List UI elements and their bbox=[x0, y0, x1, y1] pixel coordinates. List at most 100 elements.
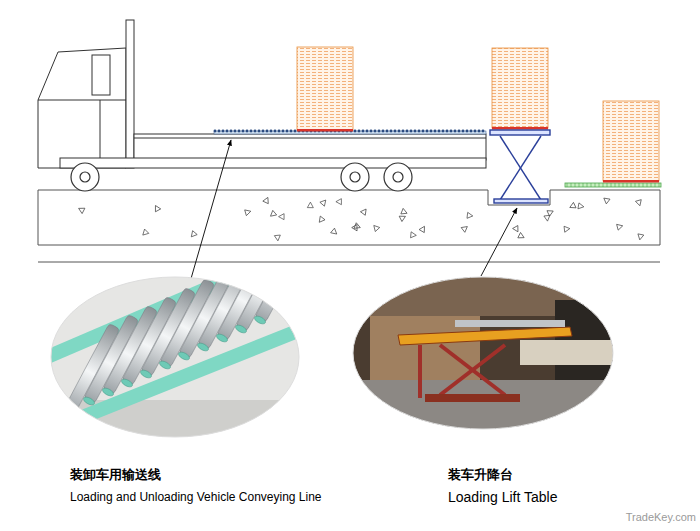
photo-frame bbox=[51, 277, 299, 437]
ground-conveyor bbox=[627, 183, 628, 187]
truck bbox=[38, 48, 126, 168]
roller-conveyor bbox=[430, 130, 433, 133]
roller-conveyor bbox=[274, 130, 277, 133]
ground-conveyor bbox=[647, 183, 648, 187]
ground-speckle bbox=[399, 214, 407, 222]
roller-photo bbox=[177, 351, 190, 362]
roller-conveyor bbox=[242, 130, 245, 133]
roller-conveyor bbox=[230, 130, 233, 133]
roller-conveyor bbox=[290, 130, 293, 133]
roller-photo bbox=[139, 369, 152, 380]
roller-conveyor bbox=[438, 130, 441, 133]
roller-photo bbox=[120, 378, 133, 389]
lift-photo bbox=[440, 345, 505, 395]
ground-conveyor bbox=[643, 183, 644, 187]
lift-photo bbox=[350, 270, 620, 440]
lift-photo bbox=[520, 340, 615, 365]
ground-conveyor bbox=[615, 183, 616, 187]
lift-table bbox=[490, 130, 550, 135]
ground-speckle bbox=[263, 196, 271, 204]
ground-conveyor bbox=[655, 183, 656, 187]
roller-photo bbox=[196, 342, 209, 353]
ground-speckle bbox=[331, 228, 339, 236]
roller-conveyor bbox=[214, 130, 217, 133]
ground-speckle bbox=[564, 226, 570, 233]
roller-conveyor bbox=[458, 130, 461, 133]
caption-english: Loading and Unloading Vehicle Conveying … bbox=[70, 490, 322, 504]
truck bbox=[126, 20, 134, 168]
roller-conveyor bbox=[446, 130, 449, 133]
lift-photo bbox=[420, 345, 505, 398]
ground-speckle bbox=[568, 202, 576, 210]
roller-photo bbox=[215, 333, 228, 344]
cargo-pallet bbox=[297, 47, 659, 181]
roller-photo bbox=[234, 324, 247, 335]
roller-conveyor bbox=[434, 130, 437, 133]
truck-wheel bbox=[393, 172, 403, 182]
ground-conveyor bbox=[599, 183, 600, 187]
roller-photo bbox=[158, 360, 171, 371]
lift-table bbox=[500, 136, 541, 200]
lift-photo bbox=[398, 327, 572, 345]
roller-conveyor bbox=[358, 130, 361, 133]
caption-chinese: 装卸车用输送线 bbox=[70, 467, 161, 483]
roller-conveyor bbox=[418, 130, 421, 133]
ground-speckle bbox=[279, 214, 285, 220]
ground-conveyor bbox=[567, 183, 568, 187]
ground-speckle bbox=[274, 235, 281, 241]
truck-wheel bbox=[384, 163, 412, 191]
roller-conveyor bbox=[402, 130, 405, 133]
ground-speckle bbox=[77, 196, 644, 241]
ground-conveyor bbox=[571, 183, 572, 187]
ground-speckle bbox=[189, 231, 197, 239]
ground-speckle bbox=[544, 215, 551, 221]
ground-speckle bbox=[352, 225, 360, 233]
ground-conveyor bbox=[575, 183, 576, 187]
truck-wheel bbox=[341, 163, 369, 191]
ground-speckle bbox=[320, 198, 328, 206]
roller-conveyor bbox=[226, 130, 229, 133]
watermark: TradeKey.com bbox=[626, 511, 696, 524]
ground-conveyor bbox=[583, 183, 584, 187]
roller-photo bbox=[40, 233, 310, 430]
ground-conveyor bbox=[623, 183, 624, 187]
roller-conveyor bbox=[218, 130, 221, 133]
pallet-base bbox=[492, 127, 548, 130]
truck bbox=[134, 134, 486, 160]
roller-photo bbox=[253, 233, 310, 325]
leader-line bbox=[186, 140, 517, 296]
roller-conveyor bbox=[470, 130, 473, 133]
roller-photo bbox=[63, 405, 76, 416]
roller-photo bbox=[236, 242, 291, 332]
roller-conveyor bbox=[270, 130, 273, 133]
ground-speckle bbox=[317, 216, 325, 224]
caption-english: Loading Lift Table bbox=[448, 489, 558, 506]
ground-speckle bbox=[637, 234, 644, 241]
cargo-pallet bbox=[603, 101, 659, 181]
ground bbox=[38, 190, 660, 245]
lift-photo bbox=[350, 380, 620, 440]
ground-conveyor bbox=[651, 183, 652, 187]
truck-wheel bbox=[350, 172, 360, 182]
caption-chinese: 装车升降台 bbox=[448, 467, 513, 483]
roller-photo bbox=[215, 251, 272, 343]
truck-wheel bbox=[71, 163, 412, 191]
ground-conveyor bbox=[579, 183, 580, 187]
ground-speckle bbox=[635, 200, 642, 207]
truck bbox=[60, 158, 486, 168]
ground-speckle bbox=[602, 196, 610, 204]
ground-speckle bbox=[401, 208, 408, 216]
ground-speckle bbox=[336, 199, 342, 205]
roller-photo bbox=[253, 315, 266, 326]
roller-conveyor bbox=[286, 130, 289, 133]
ground-speckle bbox=[245, 208, 252, 215]
roller-conveyor bbox=[394, 130, 397, 133]
roller-conveyor bbox=[238, 130, 241, 133]
truck bbox=[38, 100, 126, 101]
ground-speckle bbox=[547, 208, 555, 216]
roller-conveyor bbox=[462, 130, 465, 133]
ground-speckle bbox=[141, 229, 149, 237]
ground-conveyor bbox=[611, 183, 612, 187]
roller-conveyor bbox=[482, 130, 485, 133]
